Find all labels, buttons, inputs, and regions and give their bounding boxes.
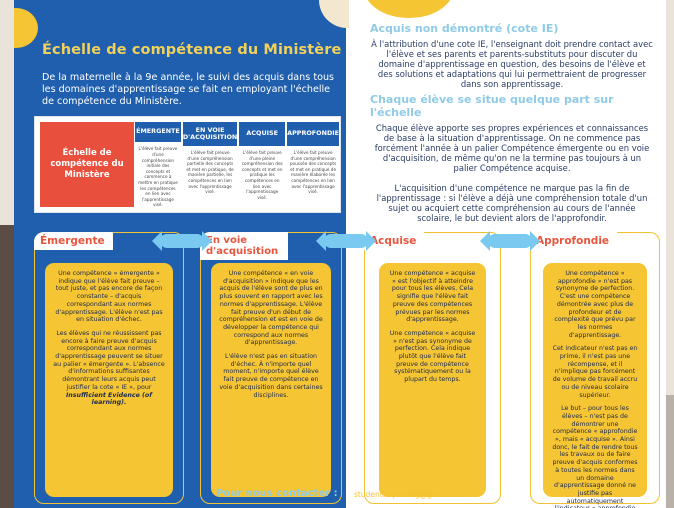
scale-column-proficient: ACQUISE L'élève fait preuve d'une pleine…: [238, 117, 286, 212]
section-title-ie: Acquis non démontré (cote IE): [370, 22, 559, 35]
level-card-emerging: Émergente Une compétence « émergente » i…: [34, 232, 184, 504]
scale-column-label: EN VOIE D'ACQUISITION: [182, 122, 237, 146]
double-arrow-icon: [316, 231, 376, 251]
contact-email-link[interactable]: student.reporting@gov.bc.ca: [354, 490, 463, 499]
section-text-scale-2: L'acquisition d'une compétence ne marque…: [376, 183, 648, 223]
scale-column-text: L'élève fait preuve d'une compréhension …: [138, 146, 178, 208]
level-body: Une compétence « émergente » indique que…: [45, 263, 173, 497]
level-paragraph: Une compétence « approfondie » n'est pas…: [554, 270, 636, 339]
page-title: Échelle de compétence du Ministère: [42, 42, 342, 58]
level-card-developing: En voie d'acquisition Une compétence « e…: [200, 232, 342, 504]
section-title-scale: Chaque élève se situe quelque part sur l…: [370, 93, 614, 119]
scale-column-developing: EN VOIE D'ACQUISITION L'élève fait preuv…: [182, 117, 238, 212]
level-emphasis: Insufficient Evidence (of learning).: [65, 391, 153, 407]
scale-column-text: L'élève fait preuve d'une compréhension …: [289, 150, 337, 195]
level-body: Une compétence « en voie d'acquisition »…: [211, 263, 331, 497]
scale-column-extending: APPROFONDIE L'élève fait preuve d'une co…: [286, 117, 340, 212]
section-text-ie: À l'attribution d'une cote IE, l'enseign…: [371, 39, 653, 89]
level-paragraph: Cet indicateur n'est pas en prime, il n'…: [552, 345, 638, 399]
scale-column-label: ACQUISE: [239, 122, 286, 146]
level-paragraph: L'élève n'est pas en situation d'échec. …: [219, 353, 323, 399]
level-paragraph: Le but – pour tous les élèves – n'est pa…: [552, 405, 638, 508]
level-body: Une compétence « acquise » est l'objecti…: [379, 263, 486, 497]
scale-column-text: L'élève fait preuve d'une pleine compréh…: [241, 150, 283, 200]
proficiency-scale-table: Échelle de compétence du Ministère ÉMERG…: [34, 116, 341, 213]
level-paragraph: Une compétence « acquise » n'est pas syn…: [389, 329, 476, 384]
double-arrow-icon: [480, 231, 540, 251]
brochure-page: Échelle de compétence du Ministère De la…: [14, 0, 666, 508]
scale-column-text: L'élève fait preuve d'une compréhension …: [186, 150, 234, 195]
right-column: Acquis non démontré (cote IE) À l'attrib…: [370, 22, 654, 223]
level-card-proficient: Acquise Une compétence « acquise » est l…: [364, 232, 501, 504]
level-title: En voie d'acquisition: [200, 232, 288, 260]
section-text-scale-1: Chaque élève apporte ses propres expérie…: [374, 123, 650, 173]
contact-label: Pour nous contacter :: [216, 488, 338, 499]
level-paragraph: Une compétence « acquise » est l'objecti…: [389, 270, 476, 324]
level-paragraph: Les élèves qui ne réussissent pas encore…: [53, 329, 165, 391]
scale-column-label: ÉMERGENTE: [135, 122, 181, 143]
scale-column-label: APPROFONDIE: [287, 122, 340, 146]
scale-table-header: Échelle de compétence du Ministère: [40, 122, 134, 207]
level-title: Émergente: [34, 232, 113, 250]
double-arrow-icon: [152, 231, 212, 251]
level-card-extending: Approfondie Une compétence « approfondie…: [530, 232, 660, 508]
level-paragraph: Une compétence « en voie d'acquisition »…: [219, 270, 323, 347]
scale-column-emerging: ÉMERGENTE L'élève fait preuve d'une comp…: [134, 117, 182, 212]
level-title: Approfondie: [530, 232, 618, 250]
yellow-circle-decoration-top: [364, 0, 454, 18]
level-body: Une compétence « approfondie » n'est pas…: [543, 263, 647, 508]
level-paragraph: Une compétence « émergente » indique que…: [55, 270, 163, 324]
level-title: Acquise: [364, 232, 425, 250]
intro-text: De la maternelle à la 9e année, le suivi…: [42, 72, 335, 107]
